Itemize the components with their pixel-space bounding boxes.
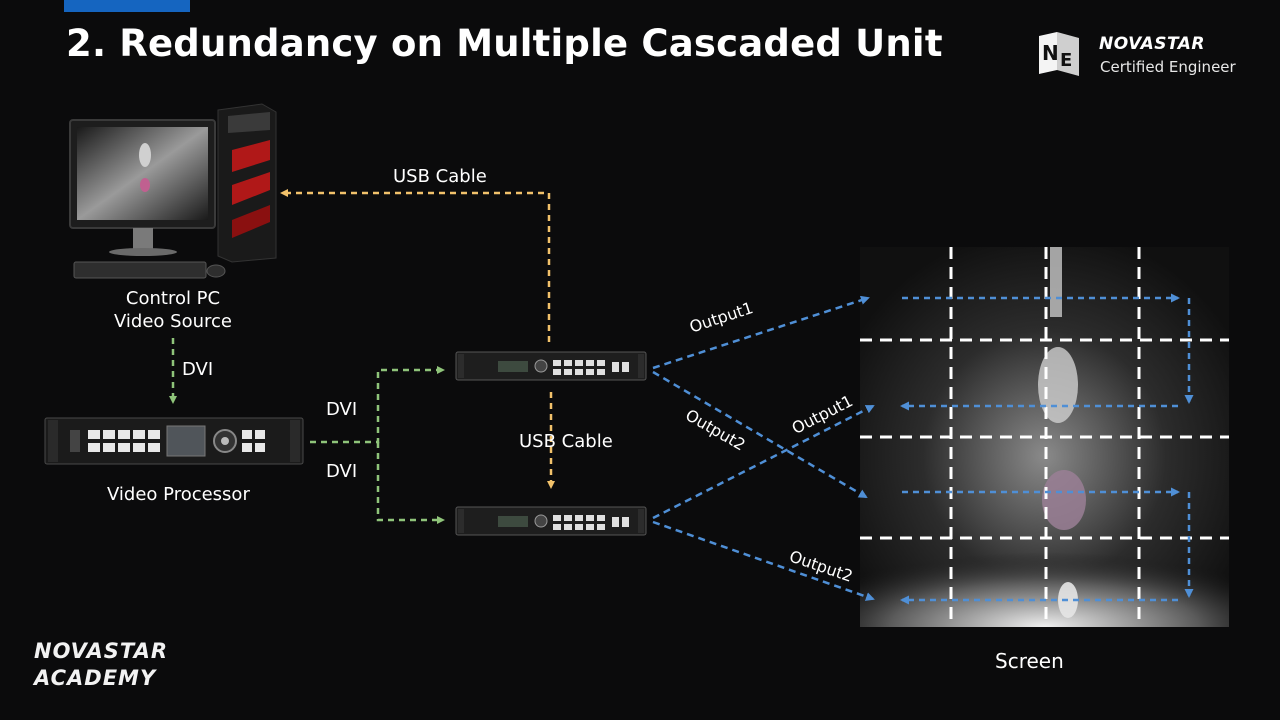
logo-subtitle: Certified Engineer xyxy=(1100,58,1236,76)
usb-cable-label-top: USB Cable xyxy=(393,166,487,187)
usb-cable-lines xyxy=(280,189,555,489)
dvi-label-lower: DVI xyxy=(326,461,358,482)
header-accent-bar xyxy=(64,0,190,12)
control-pc-line2: Video Source xyxy=(114,311,232,332)
nce-badge-icon: N E xyxy=(1039,32,1079,76)
certified-engineer-logo: N E NOVASTAR Certified Engineer xyxy=(1035,30,1245,82)
output-lines xyxy=(652,295,875,601)
screen-label: Screen xyxy=(995,649,1064,673)
control-pc-icon xyxy=(69,103,277,279)
novastar-academy-logo: NOVASTAR ACADEMY xyxy=(34,638,168,692)
sending-card-2-icon xyxy=(455,506,647,536)
control-pc-label: Control PC Video Source xyxy=(100,287,246,333)
control-pc-line1: Control PC xyxy=(125,288,221,309)
video-processor-icon xyxy=(44,417,304,465)
svg-text:N: N xyxy=(1042,41,1059,65)
academy-line1: NOVASTAR xyxy=(34,639,168,663)
logo-brand: NOVASTAR xyxy=(1099,34,1205,54)
dvi-lines xyxy=(169,338,445,524)
sending-card-1-icon xyxy=(455,351,647,381)
page-title: 2. Redundancy on Multiple Cascaded Unit xyxy=(66,22,943,65)
svg-text:E: E xyxy=(1060,50,1072,71)
dvi-label-upper: DVI xyxy=(326,399,358,420)
usb-cable-label-middle: USB Cable xyxy=(519,431,613,452)
screen-data-path xyxy=(900,293,1194,605)
cabinet-grid xyxy=(860,247,1229,627)
academy-line2: ACADEMY xyxy=(34,666,157,690)
dvi-label-vertical: DVI xyxy=(182,359,214,380)
video-processor-label: Video Processor xyxy=(107,484,250,505)
